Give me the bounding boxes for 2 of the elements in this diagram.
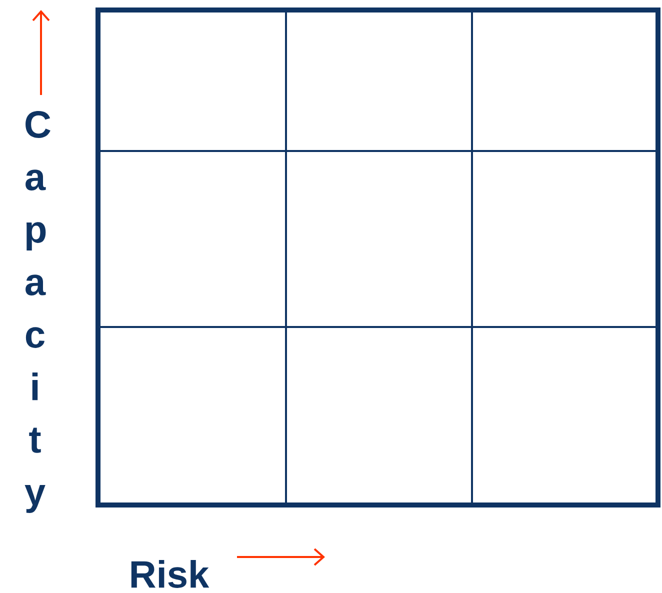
axis-label: Risk	[131, 560, 210, 588]
axis-label: Capacity	[24, 111, 50, 513]
